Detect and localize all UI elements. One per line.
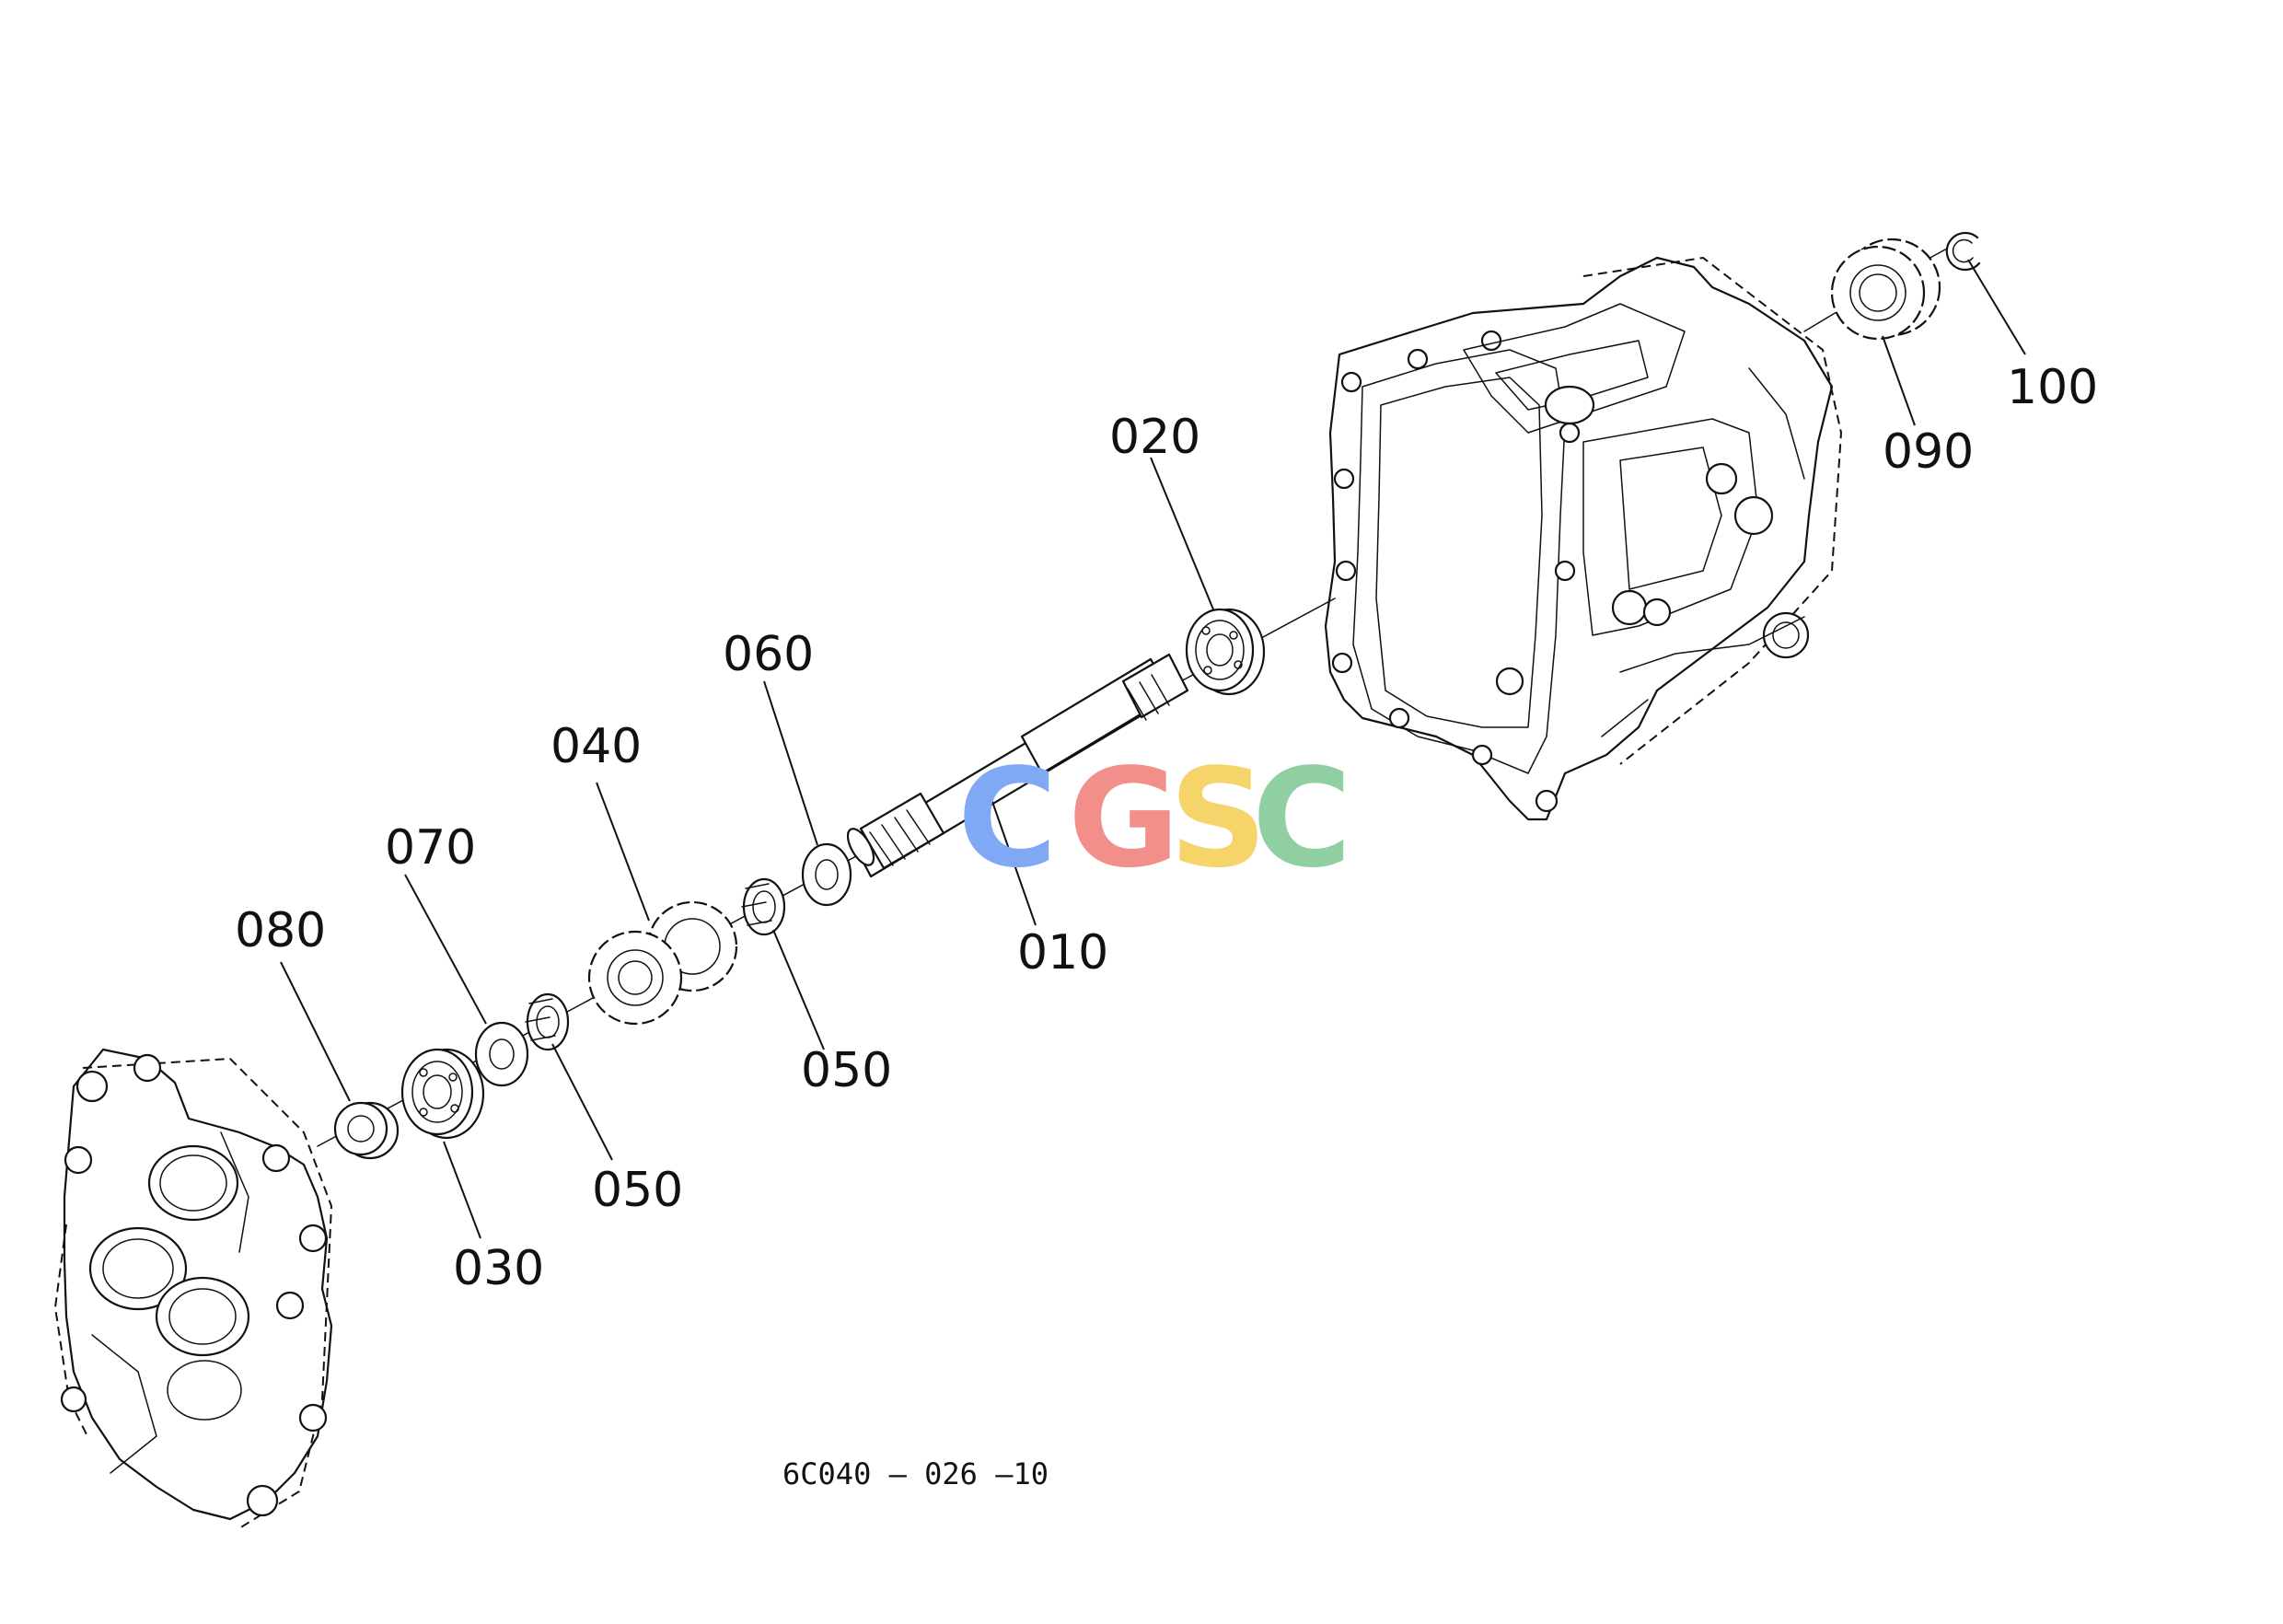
transmission-case-housing (1324, 256, 1843, 821)
label-060: 060 (723, 627, 814, 682)
watermark-letter-2: G (1068, 739, 1179, 898)
part-040-gear-cluster (587, 900, 738, 1026)
part-060-thrust-washer (801, 842, 852, 907)
part-100-snap-ring (1945, 231, 1981, 272)
part-090-gear (1830, 238, 1941, 341)
label-020: 020 (1109, 410, 1200, 465)
part-050-needle-bearing-lower (525, 992, 570, 1051)
watermark: C G S C (957, 739, 1352, 898)
watermark-letter-4: C (1252, 739, 1352, 898)
part-070-thrust-washer (474, 1021, 529, 1087)
label-030: 030 (453, 1241, 544, 1296)
part-030-ball-bearing (400, 1048, 485, 1140)
label-050-lower: 050 (592, 1163, 683, 1218)
label-070: 070 (385, 820, 476, 876)
label-050-upper: 050 (801, 1043, 892, 1098)
label-040: 040 (550, 719, 642, 774)
label-080: 080 (235, 903, 326, 958)
part-number-labels: 010 020 030 040 050 050 060 070 080 090 … (235, 360, 2098, 1296)
label-090: 090 (1883, 424, 1974, 480)
watermark-letter-1: C (957, 739, 1058, 898)
part-020-bearing (1185, 608, 1266, 696)
watermark-letter-3: S (1169, 739, 1268, 898)
part-050-needle-bearing-upper (741, 877, 786, 936)
leader-lines (280, 259, 2026, 1239)
label-010: 010 (1017, 925, 1108, 980)
label-100: 100 (2007, 360, 2098, 415)
part-080-collar (333, 1101, 400, 1160)
front-case-housing (53, 1048, 333, 1529)
drawing-code: 6C040 — 026 —10 (782, 1456, 1049, 1491)
part-010-main-shaft (846, 653, 1189, 878)
